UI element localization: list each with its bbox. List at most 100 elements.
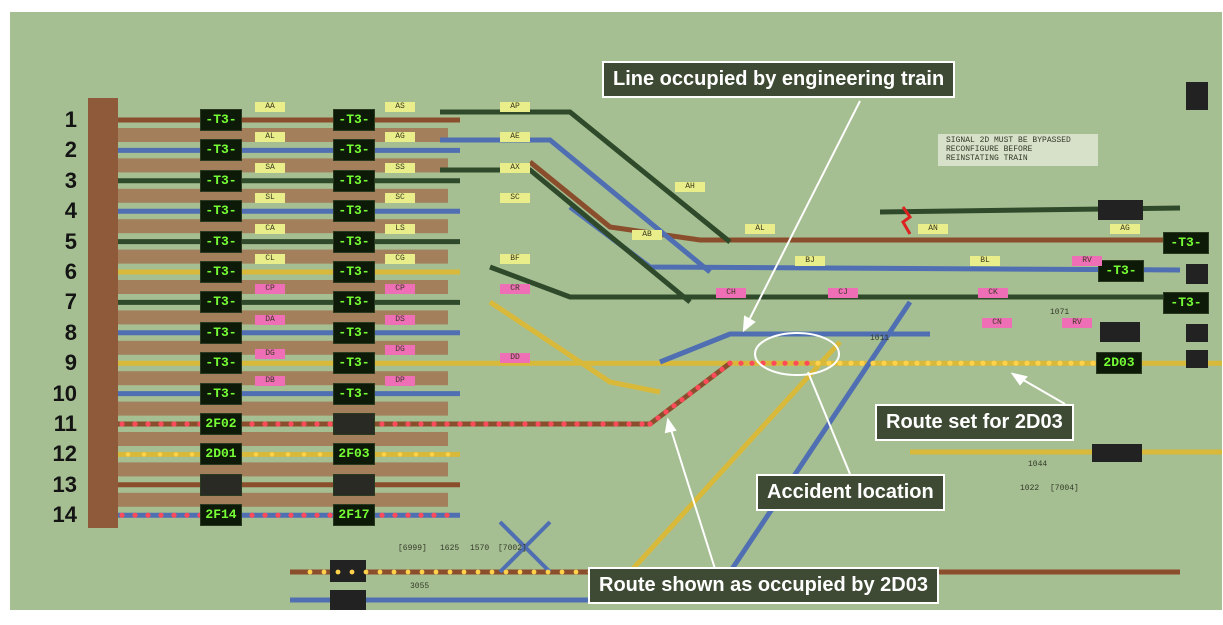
- dark-box-upper: [1098, 200, 1143, 220]
- train-display: 2F14: [200, 504, 242, 527]
- section-tag: AG: [385, 132, 415, 143]
- platform-band: [118, 492, 448, 507]
- route-light: [397, 452, 403, 457]
- occupied-light: [119, 421, 125, 427]
- occupied-light: [327, 512, 333, 518]
- section-tag: CK: [978, 288, 1008, 298]
- route-light: [173, 452, 179, 457]
- occupied-light: [132, 512, 138, 518]
- train-display: -T3-: [1163, 292, 1209, 314]
- route-light: [317, 452, 323, 457]
- route-light: [980, 360, 986, 366]
- train-display: -T3-: [333, 321, 375, 344]
- occupied-light: [171, 421, 177, 427]
- train-display: -T3-: [200, 139, 242, 162]
- occupied-light: [574, 421, 580, 427]
- occupied-light: [663, 409, 669, 415]
- section-tag: AP: [500, 102, 530, 112]
- section-tag: BL: [970, 256, 1000, 266]
- dark-box-edge-1: [1186, 264, 1208, 284]
- route-light: [804, 360, 810, 366]
- panel-number: [6999]: [398, 544, 427, 553]
- line-number: 5: [64, 228, 77, 254]
- occupied-light: [171, 512, 177, 518]
- line-number: 9: [64, 350, 77, 376]
- section-tag: RV: [1072, 256, 1102, 266]
- train-display: -T3-: [333, 200, 375, 223]
- section-tag: AB: [632, 230, 662, 240]
- train-display: -T3-: [333, 261, 375, 283]
- track-diag-4: [440, 109, 732, 244]
- occupied-light: [301, 512, 307, 518]
- line-number: 4: [64, 198, 77, 224]
- train-display: -T3-: [200, 291, 242, 314]
- dark-box-edge-2: [1186, 324, 1208, 342]
- section-tag: AX: [500, 162, 530, 173]
- occupied-light: [249, 421, 255, 427]
- dark-box-edge-4: [1186, 82, 1208, 110]
- occupied-light: [327, 421, 333, 427]
- occupied-light: [158, 421, 164, 427]
- track-engineering-line: [659, 331, 930, 365]
- occupied-light: [470, 421, 476, 427]
- route-light: [826, 360, 832, 366]
- occupied-light: [275, 512, 281, 518]
- route-light: [793, 360, 799, 366]
- route-light: [377, 569, 383, 575]
- section-tag: SC: [500, 193, 530, 204]
- callout-route-set: Route set for 2D03: [875, 404, 1074, 441]
- section-tag: CG: [385, 254, 415, 264]
- route-light: [531, 569, 537, 575]
- section-tag: LS: [385, 223, 415, 234]
- train-display: -T3-: [333, 230, 375, 253]
- occupied-light: [184, 512, 190, 518]
- panel-number: 1044: [1028, 460, 1048, 469]
- occupied-light: [275, 421, 281, 427]
- route-light: [429, 452, 435, 457]
- panel-number: 3055: [410, 582, 430, 591]
- notice-line: SIGNAL 2D MUST BE BYPASSED: [946, 136, 1071, 145]
- occupied-light: [522, 421, 528, 427]
- route-light: [782, 360, 788, 366]
- section-tag: BJ: [795, 256, 825, 266]
- route-light: [991, 360, 997, 366]
- section-tag: DB: [255, 375, 285, 386]
- panel-number: 1570: [470, 544, 490, 553]
- panel-number: 1625: [440, 544, 460, 553]
- occupied-light: [288, 421, 294, 427]
- section-tag: RV: [1062, 318, 1092, 328]
- section-tag: AA: [255, 102, 285, 112]
- route-light: [848, 360, 854, 366]
- occupied-light: [703, 378, 709, 385]
- route-light: [125, 452, 131, 457]
- occupied-light: [727, 360, 733, 366]
- occupied-light: [379, 512, 385, 518]
- section-tag: AN: [918, 224, 948, 234]
- section-tag: SL: [255, 193, 285, 204]
- route-light: [1090, 360, 1096, 366]
- leader-occupied: [667, 419, 717, 573]
- train-display: -T3-: [200, 352, 242, 375]
- route-light: [1035, 360, 1041, 366]
- section-tag: BF: [500, 254, 530, 264]
- route-light: [419, 569, 425, 575]
- panel-number: 1022: [1020, 484, 1040, 493]
- train-display: -T3-: [1098, 260, 1144, 282]
- section-tag: AS: [385, 102, 415, 112]
- route-light: [253, 452, 259, 457]
- occupied-light: [687, 391, 693, 397]
- leader-accident: [807, 371, 851, 475]
- occupied-light: [639, 421, 645, 427]
- occupied-light: [145, 421, 151, 427]
- occupied-light: [444, 512, 450, 518]
- route-light: [958, 360, 964, 366]
- route-light: [936, 360, 942, 366]
- route-light: [1068, 360, 1074, 366]
- route-light: [947, 360, 953, 366]
- section-tag: SS: [385, 162, 415, 173]
- occupied-light: [249, 512, 255, 518]
- train-display: -T3-: [333, 109, 375, 131]
- train-display: -T3-: [1163, 232, 1209, 254]
- train-display: -T3-: [333, 139, 375, 162]
- occupied-light: [626, 421, 632, 427]
